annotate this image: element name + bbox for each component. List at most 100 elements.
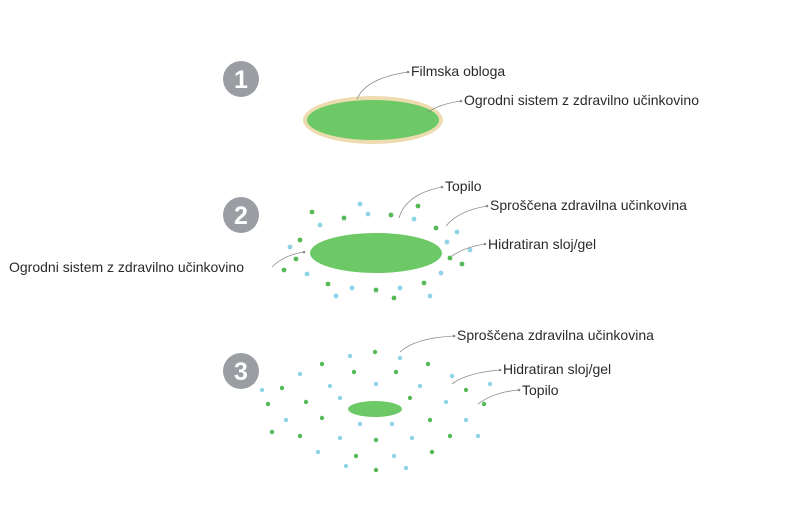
step-3-particle-dot	[427, 417, 433, 423]
step-3-particle-dot	[343, 463, 349, 469]
step-2-particle-dot	[467, 247, 473, 253]
step-2-tablet-matrix	[310, 233, 442, 273]
step-2-particle-dot	[421, 280, 427, 286]
step-2-particle-dot	[397, 285, 403, 291]
step-3-particle-dot	[429, 449, 435, 455]
step-2-particle-dot	[388, 212, 394, 218]
step-3-particle-dot	[259, 387, 265, 393]
step-3-particle-dot	[372, 349, 378, 355]
leader-end-dot	[440, 185, 444, 189]
step-2-particle-dot	[454, 229, 460, 235]
step-1-badge: 1	[223, 61, 259, 97]
step-3-particle-dot	[417, 383, 423, 389]
label-step2-matrix-system: Ogrodni sistem z zdravilno učinkovino	[9, 259, 244, 275]
label-step2-hydrated-gel: Hidratiran sloj/gel	[488, 236, 597, 252]
leader-step3-gel	[451, 369, 501, 385]
label-step1-film-coating: Filmska obloga	[411, 63, 506, 79]
step-3-particle-dot	[393, 369, 399, 375]
step-3-particle-dot	[337, 435, 343, 441]
step-2-particle-dot	[427, 293, 433, 299]
step-3-particle-dot	[297, 371, 303, 377]
step-2-particle-dot	[433, 225, 439, 231]
leader-end-dot	[459, 99, 463, 103]
label-step2-released-drug: Sproščena zdravilna učinkovina	[490, 197, 687, 213]
leader-step3-released	[399, 335, 455, 353]
step-2-particle-dot	[365, 211, 371, 217]
step-2-particle-dot	[391, 295, 397, 301]
step-1-number: 1	[234, 66, 248, 94]
step-3-particle-dot	[337, 395, 343, 401]
step-2-particle-dot	[349, 285, 355, 291]
step-2-particle-dot	[317, 222, 323, 228]
leader-end-dot	[302, 250, 306, 254]
step-2-particle-dot	[415, 203, 421, 209]
step-3-particle-dot	[443, 399, 449, 405]
step-2-particle-dot	[333, 293, 339, 299]
step-3-particle-dot	[353, 453, 359, 459]
label-step3-released-drug: Sproščena zdravilna učinkovina	[457, 327, 654, 343]
step-2-particle-dot	[447, 255, 453, 261]
step-3-particle-dot	[297, 433, 303, 439]
step-2-badge: 2	[223, 197, 259, 233]
step-3-particle-dot	[425, 361, 431, 367]
leader-end-dot	[498, 368, 502, 372]
step-3-particle-dot	[389, 421, 395, 427]
step-3-particle-dot	[487, 381, 493, 387]
leader-end-dot	[406, 70, 410, 74]
leader-step1-matrix	[427, 100, 462, 113]
step-2-particle-dot	[411, 216, 417, 222]
step-3-particle-dot	[351, 369, 357, 375]
step-3-particle-dot	[347, 353, 353, 359]
step-3-particle-dot	[279, 385, 285, 391]
leader-end-dot	[517, 388, 521, 392]
step-3-badge-circle	[223, 353, 259, 389]
step-3-particle-dot	[315, 449, 321, 455]
step-3-number: 3	[234, 358, 248, 386]
leader-step2-matrix	[271, 251, 305, 268]
step-3-particle-dot	[463, 417, 469, 423]
step-3-particle-dot	[283, 417, 289, 423]
label-step2-solvent: Topilo	[445, 178, 482, 194]
step-3-particle-dot	[357, 421, 363, 427]
label-step3-hydrated-gel: Hidratiran sloj/gel	[503, 361, 612, 377]
step-3-particle-dot	[319, 361, 325, 367]
step-2-particle-dot	[438, 270, 444, 276]
step-2-number: 2	[234, 202, 248, 230]
step-3-particle-dot	[449, 373, 455, 379]
step-2-particle-dot	[309, 209, 315, 215]
step-3-particle-dot	[475, 433, 481, 439]
step-1-tablet-matrix	[307, 100, 439, 140]
step-2-particle-dot	[293, 256, 299, 262]
leader-end-dot	[483, 242, 487, 246]
step-2-particle-dot	[444, 239, 450, 245]
step-2-particle-dot	[281, 267, 287, 273]
leader-step1-coating	[356, 71, 409, 100]
label-step1-matrix-system: Ogrodni sistem z zdravilno učinkovino	[464, 92, 699, 108]
step-3-particle-dot	[373, 467, 379, 473]
step-1-badge-circle	[223, 61, 259, 97]
step-3-badge: 3	[223, 353, 259, 389]
step-3-particle-dot	[447, 433, 453, 439]
step-3-particle-dot	[373, 437, 379, 443]
step-3-particle-dot	[403, 465, 409, 471]
leader-end-dot	[485, 204, 489, 208]
step-3-tablet-matrix	[348, 401, 402, 417]
step-2-particle-dot	[304, 271, 310, 277]
leader-step2-gel	[451, 243, 486, 257]
leader-step2-solvent	[398, 186, 443, 219]
step-2-particle-dot	[287, 244, 293, 250]
step-2-particle-dot	[341, 215, 347, 221]
step-2-particle-dot	[459, 261, 465, 267]
step-3-particle-dot	[409, 435, 415, 441]
step-3-particle-dot	[481, 401, 487, 407]
step-2-particle-dot	[325, 281, 331, 287]
step-2-badge-circle	[223, 197, 259, 233]
step-3-particle-dot	[407, 395, 413, 401]
step-3-particle-dot	[303, 399, 309, 405]
label-step3-solvent: Topilo	[522, 382, 559, 398]
leader-step3-solvent	[477, 389, 520, 405]
step-3-particle-dot	[327, 383, 333, 389]
step-3-particle-dot	[265, 401, 271, 407]
step-3-particle-dot	[269, 429, 275, 435]
